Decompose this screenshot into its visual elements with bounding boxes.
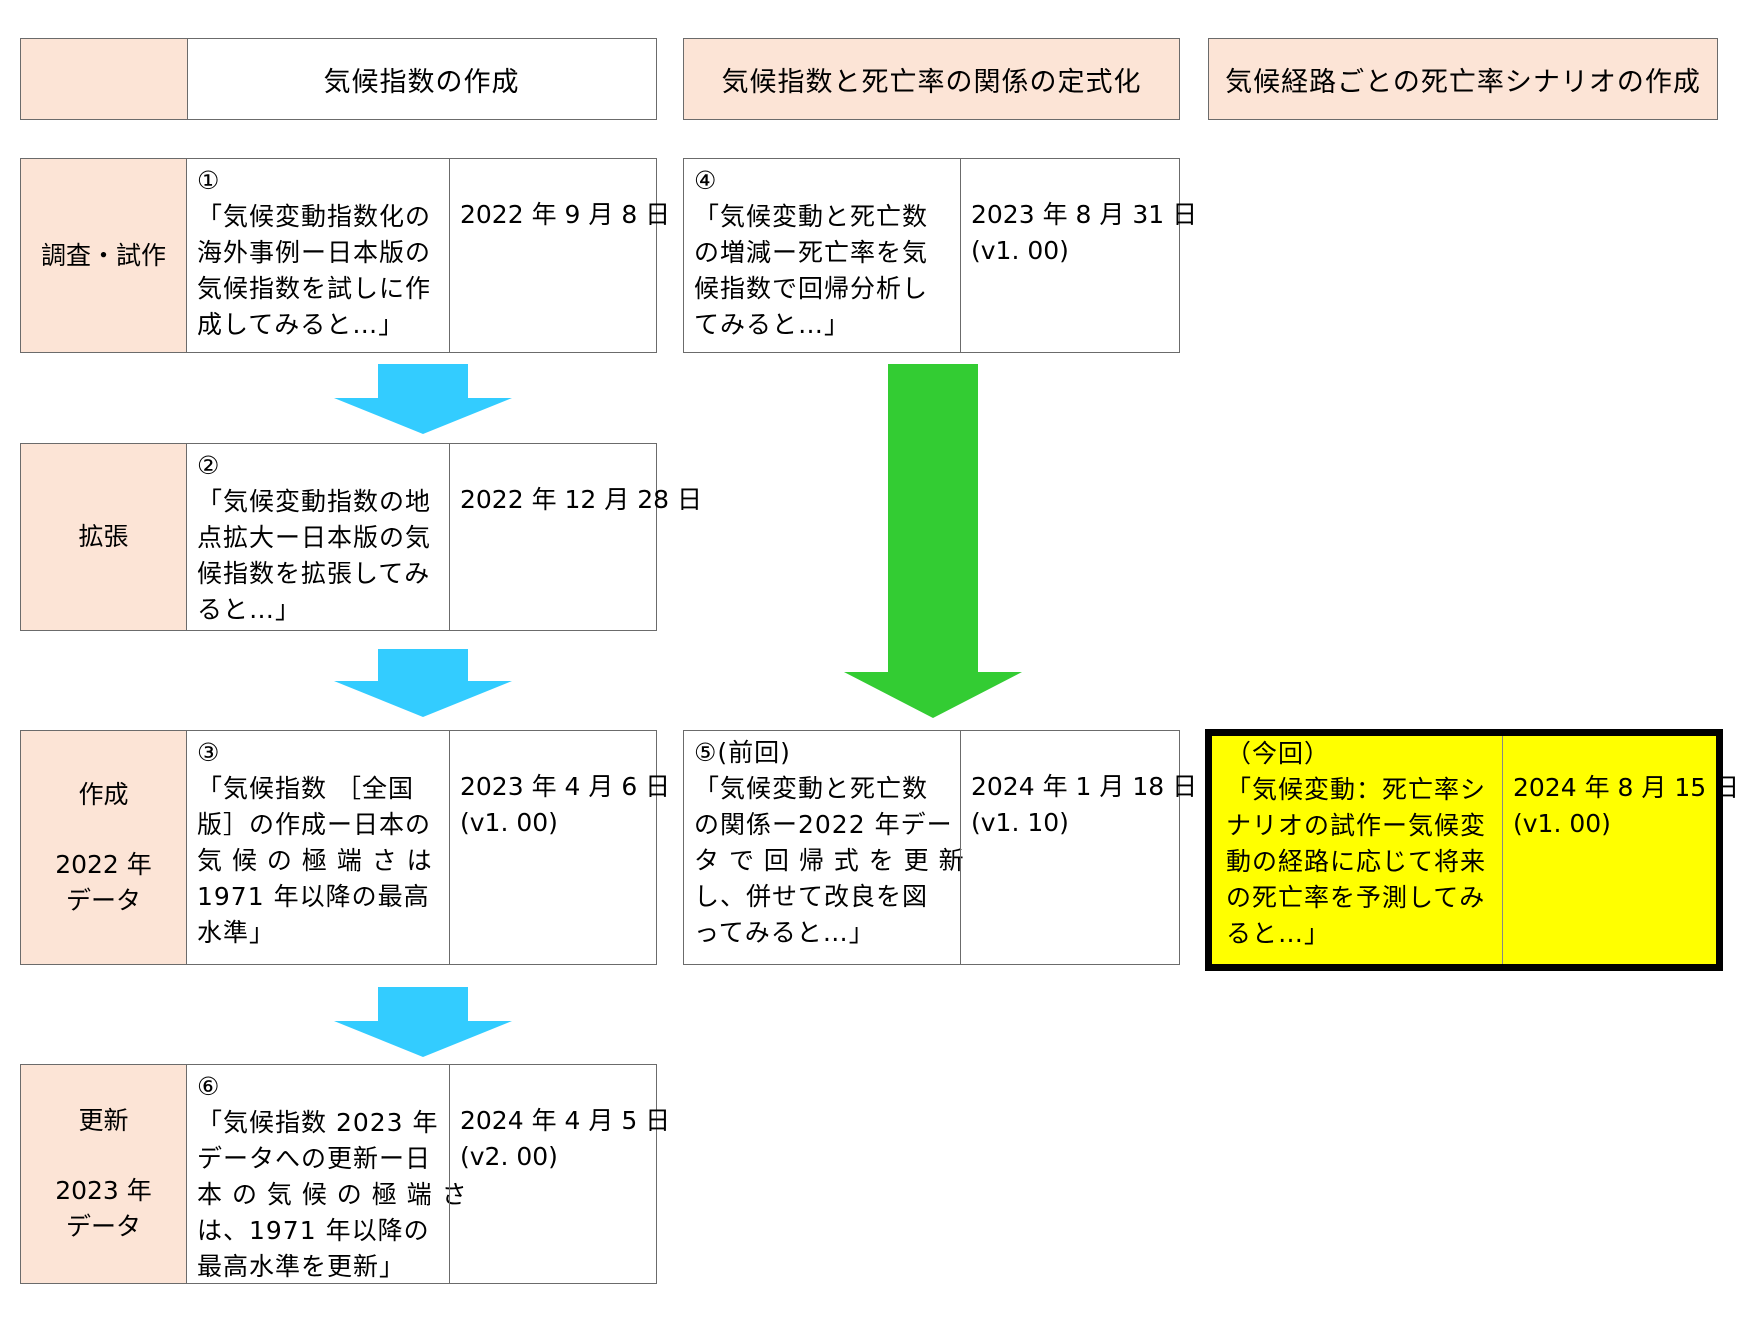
stage-label: 作成 — [78, 779, 129, 809]
item-6-line: は、1971 年以降の — [197, 1216, 430, 1245]
item-4-line: てみると…」 — [694, 310, 851, 339]
header-col3: 気候経路ごとの死亡率シナリオの作成 — [1208, 38, 1718, 120]
header-col1-title: 気候指数の作成 — [323, 66, 520, 98]
item-7-divider — [1502, 736, 1503, 964]
item-3-num: ③ — [197, 738, 221, 767]
item-5-line: 「気候変動と死亡数 — [694, 774, 929, 803]
item-7-line: ると…」 — [1226, 919, 1331, 948]
item-6-line: データへの更新ー日 — [197, 1144, 432, 1173]
item-3-line: 1971 年以降の最高 — [197, 882, 430, 911]
item-1-line: 気候指数を試しに作 — [197, 274, 432, 303]
stage-year: 2023 年 — [55, 1176, 152, 1205]
header-col1: 気候指数の作成 — [20, 38, 657, 120]
item-4-date: 2023 年 8 月 31 日 — [971, 200, 1198, 229]
item-1-date-cell: 2022 年 9 月 8 日 — [449, 158, 671, 353]
item-1-num: ① — [197, 166, 221, 195]
item-4-version: (v1. 00) — [971, 236, 1069, 265]
stage-create: 作成 2022 年 データ — [20, 730, 187, 965]
item-6-text: ⑥ 「気候指数 2023 年 データへの更新ー日 本 の 気 候 の 極 端 さ… — [186, 1064, 468, 1284]
item-6-date: 2024 年 4 月 5 日 — [460, 1106, 671, 1135]
item-2-date: 2022 年 12 月 28 日 — [460, 485, 702, 514]
item-7-text: （今回） 「気候変動：死亡率シ ナリオの試作ー気候変 動の経路に応じて将来 の死… — [1212, 736, 1502, 964]
item-4-text: ④ 「気候変動と死亡数 の増減ー死亡率を気 候指数で回帰分析し てみると…」 — [683, 158, 961, 353]
item-3-date: 2023 年 4 月 6 日 — [460, 772, 671, 801]
item-5-num: ⑤(前回) — [694, 738, 791, 767]
stage-expand: 拡張 — [20, 443, 187, 631]
item-2-date-cell: 2022 年 12 月 28 日 — [449, 443, 702, 631]
item-6-line: 最高水準を更新」 — [197, 1252, 406, 1281]
stage-label: 調査・試作 — [40, 240, 166, 270]
item-5-line: ってみると…」 — [694, 918, 875, 947]
item-1-date: 2022 年 9 月 8 日 — [460, 200, 671, 229]
item-4-num: ④ — [694, 166, 718, 195]
item-2-line: ると…」 — [197, 595, 302, 624]
blue-arrow-down — [334, 987, 512, 1057]
item-6-line: 本 の 気 候 の 極 端 さ — [197, 1180, 468, 1209]
item-1-line: 海外事例ー日本版の — [197, 238, 432, 267]
item-6-date-cell: 2024 年 4 月 5 日 (v2. 00) — [449, 1064, 671, 1284]
item-7-current: （今回） 「気候変動：死亡率シ ナリオの試作ー気候変 動の経路に応じて将来 の死… — [1205, 729, 1739, 971]
stage-label: 拡張 — [78, 522, 129, 551]
item-3-line: 水準」 — [197, 918, 276, 947]
item-6-line: 「気候指数 2023 年 — [197, 1108, 439, 1137]
item-5-version: (v1. 10) — [971, 808, 1069, 837]
item-1-line: 成してみると…」 — [197, 310, 405, 339]
item-5-date-cell: 2024 年 1 月 18 日 (v1. 10) — [960, 730, 1198, 965]
header-col1-body — [187, 39, 656, 119]
item-3-date-cell: 2023 年 4 月 6 日 (v1. 00) — [449, 730, 671, 965]
item-3-line: 版］の作成ー日本の — [197, 810, 432, 839]
item-3-text: ③ 「気候指数 ［全国 版］の作成ー日本の 気 候 の 極 端 さ は 1971… — [186, 730, 450, 965]
item-1-text: ① 「気候変動指数化の 海外事例ー日本版の 気候指数を試しに作 成してみると…」 — [186, 158, 450, 353]
item-7-line: ナリオの試作ー気候変 — [1226, 811, 1487, 840]
item-2-line: 「気候変動指数の地 — [197, 487, 432, 516]
item-7-line: の死亡率を予測してみ — [1226, 883, 1486, 912]
header-col2: 気候指数と死亡率の関係の定式化 — [683, 38, 1180, 120]
item-5-line: の関係ー2022 年デー — [694, 810, 953, 839]
stage-update: 更新 2023 年 データ — [20, 1064, 187, 1284]
header-col2-title: 気候指数と死亡率の関係の定式化 — [721, 66, 1142, 98]
item-5-line: タ で 回 帰 式 を 更 新 — [694, 846, 965, 875]
green-arrow-down — [844, 364, 1022, 718]
item-6-num: ⑥ — [197, 1072, 221, 1101]
item-2-line: 点拡大ー日本版の気 — [197, 523, 432, 552]
item-7-version: (v1. 00) — [1513, 809, 1611, 838]
blue-arrow-down — [334, 649, 512, 717]
header-col3-title: 気候経路ごとの死亡率シナリオの作成 — [1225, 66, 1701, 98]
item-6-version: (v2. 00) — [460, 1142, 558, 1171]
item-3-version: (v1. 00) — [460, 808, 558, 837]
item-4-line: 候指数で回帰分析し — [694, 274, 929, 303]
item-7-date: 2024 年 8 月 15 日 — [1513, 773, 1739, 802]
stage-label: 更新 — [78, 1106, 129, 1135]
item-2-line: 候指数を拡張してみ — [197, 559, 431, 588]
item-7-line: 動の経路に応じて将来 — [1226, 847, 1487, 876]
stage-data: データ — [65, 1212, 141, 1241]
item-4-date-cell: 2023 年 8 月 31 日 (v1. 00) — [960, 158, 1198, 353]
stage-year: 2022 年 — [55, 849, 152, 879]
stage-survey: 調査・試作 — [20, 158, 187, 353]
item-4-line: 「気候変動と死亡数 — [694, 202, 929, 231]
item-7-line: 「気候変動：死亡率シ — [1226, 775, 1487, 804]
item-5-text: ⑤(前回) 「気候変動と死亡数 の関係ー2022 年デー タ で 回 帰 式 を… — [683, 730, 965, 965]
stage-data: データ — [65, 885, 141, 915]
item-3-line: 気 候 の 極 端 さ は — [197, 846, 433, 875]
item-2-num: ② — [197, 451, 221, 480]
item-7-date-cell: 2024 年 8 月 15 日 (v1. 00) — [1503, 736, 1739, 964]
item-2-text: ② 「気候変動指数の地 点拡大ー日本版の気 候指数を拡張してみ ると…」 — [186, 443, 450, 631]
blue-arrow-down — [334, 364, 512, 434]
item-4-line: の増減ー死亡率を気 — [694, 238, 929, 267]
item-5-date: 2024 年 1 月 18 日 — [971, 772, 1198, 801]
item-1-line: 「気候変動指数化の — [197, 202, 432, 231]
item-7-label: （今回） — [1226, 739, 1331, 768]
item-3-line: 「気候指数 ［全国 — [197, 774, 414, 803]
item-5-line: し、併せて改良を図 — [694, 882, 929, 911]
